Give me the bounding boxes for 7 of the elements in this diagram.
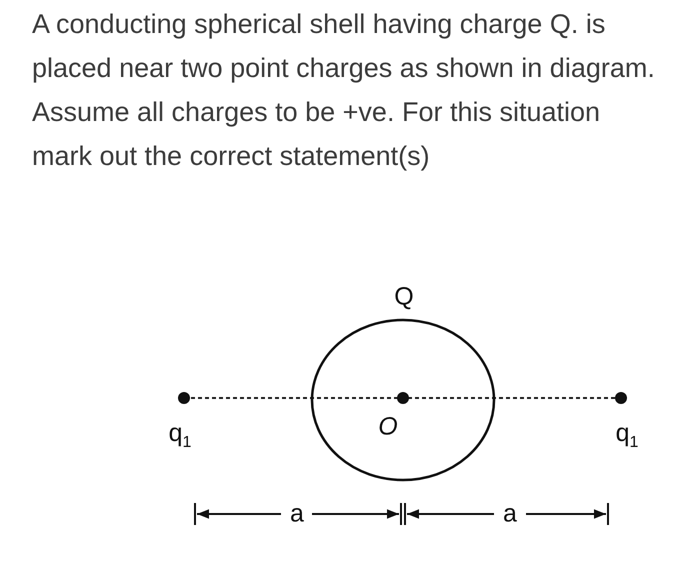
dimension-label: a [503, 502, 517, 526]
centre-label: O [378, 414, 398, 440]
question-text: A conducting spherical shell having charge Q. is placed near two point charges as shown in diagram. Assume all charges to be +ve. For this situation mark out the correct statement(s) [32, 8, 656, 173]
charge-label: q$_{1}$ [168, 421, 192, 451]
charge-label: q$_{1}$ [616, 421, 638, 451]
charge-label: Q [394, 284, 414, 310]
dimension-label: a [290, 502, 304, 526]
